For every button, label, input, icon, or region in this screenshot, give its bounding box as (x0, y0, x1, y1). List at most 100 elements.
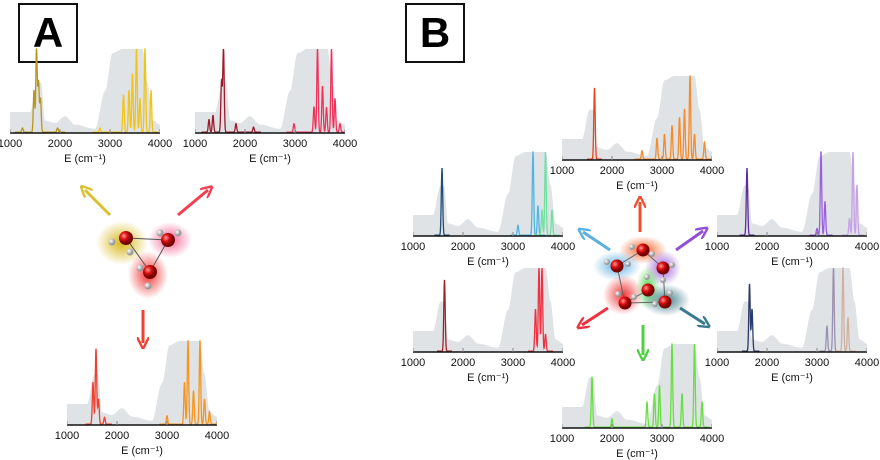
arrows-b (582, 202, 705, 355)
arrow-purple (675, 231, 703, 252)
arrow-blue (583, 232, 611, 252)
spectrum-series-2 (835, 267, 856, 352)
spectrum-plot (562, 343, 712, 429)
tick-label: 3000 (804, 357, 830, 369)
spectrum-series-0 (742, 283, 760, 352)
tick-label: 1000 (400, 241, 426, 253)
spectrum-a3: 1000 2000 3000 4000 E (cm⁻¹) (55, 337, 229, 460)
tick-label: 3000 (649, 433, 675, 445)
spectrum-plot (10, 48, 160, 134)
spectrum-plot (67, 340, 217, 426)
tick-label: 4000 (699, 165, 725, 177)
x-axis-label: E (cm⁻¹) (616, 448, 658, 460)
spectrum-series-1 (528, 267, 553, 352)
spectrum-series-2 (534, 151, 560, 236)
tick-label: 3000 (97, 138, 123, 150)
spectrum-series-0 (15, 48, 65, 133)
spectrum-plot (413, 267, 563, 353)
spectrum-series-2 (842, 151, 865, 236)
reference-spectrum-area (413, 152, 563, 236)
arrow-pink (177, 190, 208, 217)
arrow-yellow (85, 190, 112, 217)
tick-label: 4000 (550, 241, 576, 253)
tick-label: 1000 (54, 430, 80, 442)
spectrum-series-1 (809, 151, 833, 236)
tick-label: 3000 (282, 138, 308, 150)
spectrum-b-upper-right: 1000 2000 3000 4000 E (cm⁻¹) (705, 148, 879, 273)
tick-label: 2000 (47, 138, 73, 150)
spectrum-series-1 (634, 75, 712, 160)
spectrum-plot (195, 48, 345, 134)
reference-spectrum-area (413, 268, 563, 352)
tick-label: 2000 (232, 138, 258, 150)
tick-label: 3000 (649, 165, 675, 177)
panel-label-b: B (405, 3, 465, 63)
arrow-red-b (582, 306, 609, 325)
tick-label: 2000 (599, 165, 625, 177)
spectrum-series-0 (201, 48, 261, 133)
spectrum-series-0 (739, 167, 755, 236)
spectrum-series-0 (85, 348, 112, 425)
spectrum-plot (717, 151, 867, 237)
reference-spectrum-area (562, 344, 712, 428)
tick-label: 3000 (500, 357, 526, 369)
spectrum-series-0 (584, 343, 710, 428)
tick-label: 4000 (699, 433, 725, 445)
spectrum-plot (562, 75, 712, 161)
reference-spectrum-area (717, 268, 867, 352)
spectrum-b-upper-left: 1000 2000 3000 4000 E (cm⁻¹) (401, 148, 575, 273)
tick-label: 1000 (704, 241, 730, 253)
tick-label: 1000 (549, 165, 575, 177)
arrows-a (85, 190, 208, 343)
x-axis-label: E (cm⁻¹) (467, 256, 509, 268)
reference-spectrum-area (67, 341, 217, 425)
tick-label: 1000 (0, 138, 23, 150)
spectrum-series-1 (510, 151, 546, 236)
arrow-teal (679, 306, 705, 324)
reference-spectrum-area (195, 49, 345, 133)
tick-label: 4000 (204, 430, 230, 442)
x-axis-label: E (cm⁻¹) (616, 180, 658, 192)
x-axis-label: E (cm⁻¹) (771, 256, 813, 268)
tick-label: 1000 (400, 357, 426, 369)
tick-label: 3000 (804, 241, 830, 253)
spectrum-a1: 1000 2000 3000 4000 E (cm⁻¹) (0, 45, 172, 170)
tick-label: 4000 (854, 241, 880, 253)
spectrum-series-1 (92, 48, 159, 133)
tick-label: 4000 (332, 138, 358, 150)
tick-label: 4000 (550, 357, 576, 369)
spectrum-b-top: 1000 2000 3000 4000 E (cm⁻¹) (550, 72, 724, 197)
x-axis-label: E (cm⁻¹) (467, 372, 509, 384)
x-axis-label: E (cm⁻¹) (249, 153, 291, 165)
water-hexamer (593, 236, 690, 316)
spectrum-b-lower-left: 1000 2000 3000 4000 E (cm⁻¹) (401, 264, 575, 389)
spectrum-series-1 (159, 340, 217, 425)
tick-label: 1000 (182, 138, 208, 150)
spectrum-series-0 (434, 167, 450, 236)
spectrum-series-1 (286, 48, 345, 133)
water-trimer (96, 221, 192, 299)
x-axis-label: E (cm⁻¹) (121, 445, 163, 457)
tick-label: 2000 (754, 357, 780, 369)
tick-label: 3000 (500, 241, 526, 253)
tick-label: 2000 (450, 241, 476, 253)
tick-label: 4000 (147, 138, 173, 150)
panel-label-a: A (18, 3, 78, 63)
spectrum-series-0 (437, 279, 452, 352)
tick-label: 2000 (104, 430, 130, 442)
spectrum-plot (413, 151, 563, 237)
reference-spectrum-area (717, 152, 867, 236)
tick-label: 4000 (854, 357, 880, 369)
x-axis-label: E (cm⁻¹) (771, 372, 813, 384)
x-axis-label: E (cm⁻¹) (64, 153, 106, 165)
tick-label: 2000 (599, 433, 625, 445)
tick-label: 2000 (754, 241, 780, 253)
spectrum-series-0 (587, 87, 602, 160)
tick-label: 3000 (154, 430, 180, 442)
tick-label: 2000 (450, 357, 476, 369)
tick-label: 1000 (704, 357, 730, 369)
spectrum-b-bottom: 1000 2000 3000 4000 E (cm⁻¹) (550, 340, 724, 460)
tick-label: 1000 (549, 433, 575, 445)
